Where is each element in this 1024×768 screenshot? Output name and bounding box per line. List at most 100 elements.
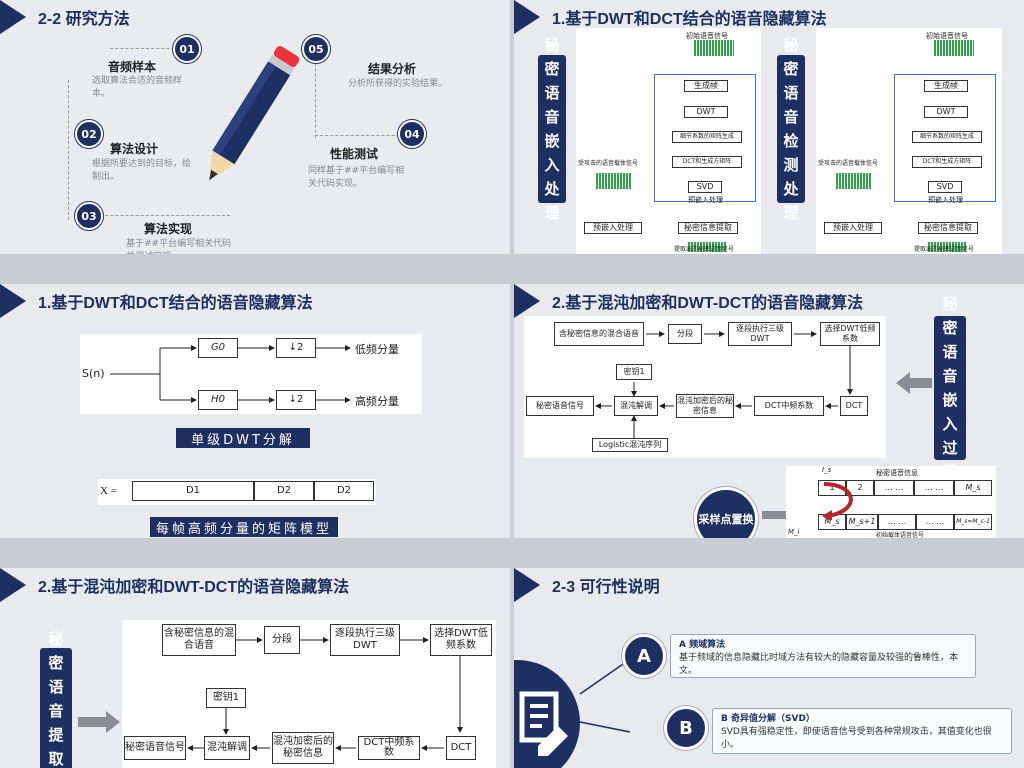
- dwt-diagram: S(n) G0 H0 ↓2 ↓2 低频分量 高频分量: [80, 334, 422, 414]
- slide-header: 2.基于混沌加密和DWT-DCT的语音隐藏算法: [514, 284, 863, 318]
- sample-swap-button[interactable]: 采样点置换: [694, 487, 758, 538]
- step-box: 细节系数的矩阵生成: [672, 131, 742, 143]
- step-desc: 分析所获得的实验结果。: [348, 79, 448, 89]
- seq-top-label: 秘密语音信息: [876, 469, 918, 477]
- dwt-caption: 单级DWT分解: [176, 428, 310, 448]
- header-triangle: [514, 0, 540, 34]
- header-triangle: [514, 568, 540, 602]
- low-freq-label: 低频分量: [355, 343, 399, 356]
- step-number: 04: [398, 120, 426, 148]
- signal-label: 初始语音信号: [686, 32, 728, 40]
- seq-cell: M_s: [954, 480, 992, 496]
- matrix-cell: D1: [132, 481, 254, 501]
- slide-feasibility[interactable]: 2-3 可行性说明 A A 频域算法 基于频域的信息隐藏比时域方法有较大的隐藏容…: [514, 568, 1024, 768]
- mix-box: 含秘密信息的混合语音: [162, 624, 236, 656]
- document-edit-icon: [519, 691, 568, 756]
- item-b-body: SVD具有强稳定性，即使语音信号受到各种常规攻击，其值变化也很小。: [721, 727, 992, 750]
- step-title: 音频样本: [108, 60, 157, 74]
- arrow-left-icon: [896, 372, 932, 394]
- connector: [90, 215, 230, 216]
- step-box: 生成帧: [684, 80, 728, 92]
- g0-filter: G0: [198, 338, 238, 358]
- high-freq-label: 高频分量: [355, 395, 399, 408]
- decrypt-box: 混沌解调: [204, 736, 250, 760]
- logistic-box: Logistic混沌序列: [592, 438, 668, 452]
- sample-sequence: 秘密语音信息 I_s 1 2 … … … … M_s M_s M_s+1 … ……: [786, 466, 996, 538]
- secret-box: 秘密语音信号: [124, 736, 186, 760]
- slide-dwt-dct[interactable]: 1.基于DWT和DCT结合的语音隐藏算法 秘密语音嵌入处理 秘密语音检测处理 初…: [514, 0, 1024, 254]
- detect-process-label: 秘密语音检测处理: [777, 36, 805, 222]
- encrypted-box: 混沌加密后的秘密信息: [676, 394, 734, 418]
- waveform-icon: [836, 173, 872, 189]
- dct-box: DCT: [840, 396, 868, 416]
- embed-flow: 含秘密信息的混合语音 分段 逐段执行三级DWT 选择DWT低频系数 密钥1 秘密…: [524, 316, 886, 458]
- seq-cell: … …: [878, 514, 916, 530]
- extract-box: 秘密信息提取: [678, 222, 738, 234]
- step-box: DWT: [684, 106, 728, 118]
- slide-chaos-extract[interactable]: 2.基于混沌加密和DWT-DCT的语音隐藏算法 秘密语音提取过 含秘密信息的混合…: [0, 568, 510, 768]
- waveform-icon: [688, 242, 726, 252]
- seq-cell: … …: [916, 514, 954, 530]
- connector-lines: [579, 661, 631, 733]
- slide-title: 1.基于DWT和DCT结合的语音隐藏算法: [552, 11, 827, 28]
- header-triangle: [0, 284, 26, 318]
- step-number: 02: [75, 120, 103, 148]
- pencil-icon: [209, 46, 300, 181]
- matrix-caption: 每帧高频分量的矩阵模型: [150, 517, 338, 537]
- item-a-heading: A 频域算法: [679, 640, 726, 650]
- slide-title: 2-2 研究方法: [38, 11, 130, 28]
- header-triangle: [514, 284, 540, 318]
- embed-label: 预嵌入处理: [928, 196, 963, 204]
- item-a-badge: A: [622, 634, 666, 678]
- slide-header: 1.基于DWT和DCT结合的语音隐藏算法: [514, 0, 827, 34]
- segment-box: 分段: [264, 626, 300, 654]
- slide-dwt-decomposition[interactable]: 1.基于DWT和DCT结合的语音隐藏算法 S(n) G0 H0 ↓2 ↓2 低频…: [0, 284, 510, 538]
- dct-mid-box: DCT中频系数: [754, 396, 824, 416]
- step-title: 算法实现: [144, 222, 193, 236]
- key-box: 密钥1: [616, 364, 652, 380]
- key-box: 密钥1: [206, 688, 246, 708]
- item-b-heading: B 奇异值分解（SVD）: [721, 714, 815, 724]
- connector: [315, 135, 410, 136]
- slide-title: 2.基于混沌加密和DWT-DCT的语音隐藏算法: [38, 579, 350, 596]
- step-box: DCT和生成方矩阵: [672, 156, 742, 168]
- downsample-box: ↓2: [276, 338, 316, 358]
- waveform-icon: [694, 40, 734, 56]
- flow-arrows: [187, 637, 463, 751]
- connector: [315, 48, 316, 138]
- secret-box: 秘密语音信号: [526, 396, 594, 416]
- dct-mid-box: DCT中频系数: [358, 736, 420, 760]
- slide-title: 2-3 可行性说明: [552, 579, 660, 596]
- input-signal: S(n): [82, 367, 105, 380]
- h0-filter: H0: [198, 390, 238, 410]
- slide-header: 2-3 可行性说明: [514, 568, 660, 602]
- attacked-label: 受攻击的语音载体信号: [578, 160, 639, 167]
- downsample-box: ↓2: [276, 390, 316, 410]
- embed-label: 预嵌入处理: [688, 196, 723, 204]
- header-triangle: [0, 568, 26, 602]
- step-desc: 选取算法合适的音频样本。: [92, 76, 183, 99]
- waveform-icon: [928, 242, 966, 252]
- decrypt-box: 混沌解调: [614, 396, 658, 416]
- dct-box: DCT: [446, 736, 476, 760]
- step-number: 03: [75, 202, 103, 230]
- seq-cell: … …: [914, 480, 954, 496]
- seq-cell: … …: [874, 480, 914, 496]
- item-a-card: A 频域算法 基于频域的信息隐藏比时域方法有较大的隐藏容量及较强的鲁棒性，本文。: [670, 634, 976, 678]
- waveform-icon: [934, 40, 974, 56]
- extract-flow: 含秘密信息的混合语音 分段 逐段执行三级DWT 选择DWT低频系数 密钥1 秘密…: [122, 620, 496, 768]
- process-frame: [654, 74, 756, 202]
- matrix-x: X =: [100, 485, 117, 497]
- encrypted-box: 混沌加密后的秘密信息: [272, 732, 334, 764]
- step-box: 生成帧: [924, 80, 968, 92]
- slide-research-method[interactable]: 2-2 研究方法 01 音频样本 选取算法合适的音频样本。 02 算法设计 根据…: [0, 0, 510, 254]
- slide-header: 1.基于DWT和DCT结合的语音隐藏算法: [0, 284, 313, 318]
- step-number: 05: [302, 35, 330, 63]
- pre-embed-box: 预嵌入处理: [584, 222, 642, 234]
- pre-embed-box: 预嵌入处理: [824, 222, 882, 234]
- dwt3-box: 逐段执行三级DWT: [728, 322, 792, 346]
- flow-arrows: [595, 331, 853, 438]
- step-box: 细节系数的矩阵生成: [912, 131, 982, 143]
- slide-chaos-embed[interactable]: 2.基于混沌加密和DWT-DCT的语音隐藏算法 含秘密信息的混合语音 分段 逐段…: [514, 284, 1024, 538]
- header-triangle: [0, 0, 26, 34]
